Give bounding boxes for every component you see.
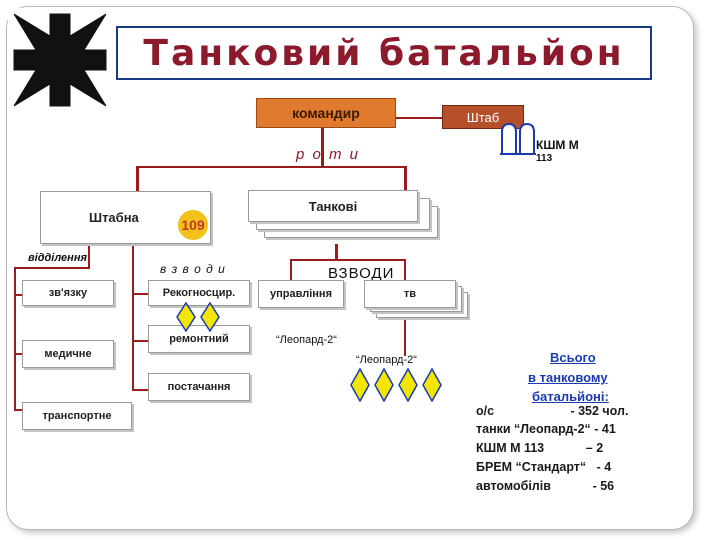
platoons-label-caps: ВЗВОДИ — [328, 265, 395, 282]
summary-row: танки “Леопард-2“ - 41 — [476, 422, 616, 436]
connector — [132, 340, 148, 342]
connector — [404, 310, 406, 356]
connector — [321, 128, 324, 167]
connector — [132, 293, 148, 295]
connector — [14, 353, 22, 355]
connector — [132, 244, 134, 390]
kshm-label: КШМ М — [536, 138, 579, 152]
page-title: Танковий батальйон — [143, 32, 625, 74]
platoon-box: ремонтний — [148, 325, 250, 353]
tank-diamond-icon — [422, 368, 442, 402]
connector — [335, 244, 338, 260]
vehicle-count-badge: 109 — [178, 210, 208, 240]
summary-row: автомобілів - 56 — [476, 479, 615, 493]
connector — [404, 259, 406, 283]
platoons-label: в з в о д и — [160, 262, 226, 276]
leopard-label: “Леопард-2“ — [276, 334, 337, 346]
section-box: медичне — [22, 340, 114, 368]
tank-diamond-icon — [350, 368, 370, 402]
summary-title: Всього — [550, 350, 596, 365]
kshm-number: 113 — [536, 153, 553, 164]
connector — [88, 244, 90, 268]
platoon-box: Рекогносцир. — [148, 280, 250, 306]
summary-row: о/с - 352 чол. — [476, 404, 629, 418]
connector — [136, 166, 139, 192]
connector — [14, 409, 22, 411]
tank-company-box: Танкові — [248, 190, 418, 222]
tank-symbols-platoon — [350, 368, 442, 402]
connector — [14, 267, 16, 411]
connector — [14, 267, 90, 269]
section-box: транспортне — [22, 402, 132, 430]
connector — [290, 259, 292, 281]
summary-row: КШМ М 113 – 2 — [476, 441, 604, 455]
commander-box: командир — [256, 98, 396, 128]
tank-platoon-box: тв — [364, 280, 456, 308]
slide-frame — [6, 6, 694, 530]
title-box: Танковий батальйон — [116, 26, 652, 80]
command-vehicle-icon — [500, 122, 536, 155]
section-box: зв'язку — [22, 280, 114, 306]
connector — [14, 294, 22, 296]
connector — [404, 166, 407, 190]
summary-title: батальйоні: — [532, 389, 609, 404]
platoon-box: постачання — [148, 373, 250, 401]
tank-diamond-icon — [176, 302, 196, 332]
tank-diamond-icon — [398, 368, 418, 402]
connector — [395, 117, 443, 119]
iron-cross-icon — [8, 8, 112, 112]
tank-diamond-icon — [200, 302, 220, 332]
connector — [136, 166, 406, 168]
tank-diamond-icon — [374, 368, 394, 402]
sections-label: відділення — [28, 252, 87, 264]
summary-title: в танковому — [528, 370, 608, 385]
control-platoon-box: управління — [258, 280, 344, 308]
tank-symbols-recon — [176, 302, 220, 332]
summary-row: БРЕМ “Стандарт“ - 4 — [476, 460, 612, 474]
connector — [290, 259, 406, 261]
companies-label: р о т и — [296, 146, 361, 163]
leopard-label: “Леопард-2“ — [356, 354, 417, 366]
connector — [132, 389, 148, 391]
